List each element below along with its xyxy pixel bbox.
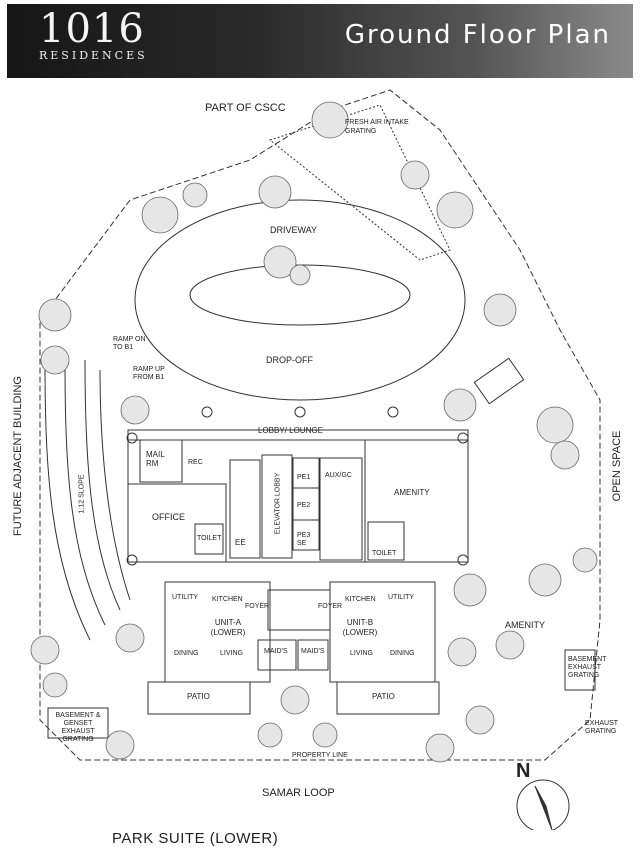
header-banner: 1016 RESIDENCES Ground Floor Plan: [7, 4, 633, 78]
room-utility-b: UTILITY: [388, 594, 415, 601]
core-lower: [267, 589, 331, 631]
label-drop-off: DROP-OFF: [266, 355, 313, 365]
label-samar-loop: SAMAR LOOP: [262, 787, 335, 799]
basement-grating-right: [564, 649, 596, 691]
maids-b: [297, 639, 329, 671]
label-part-of-cscc: PART OF CSCC: [205, 102, 286, 114]
toilet-left-room: [194, 523, 224, 555]
room-aux-gc: AUX/GC: [325, 472, 352, 479]
room-mail-rm: MAIL RM: [146, 450, 165, 468]
room-living-a: LIVING: [220, 650, 243, 657]
logo-word: RESIDENCES: [39, 49, 148, 62]
aux-gc-room: [319, 457, 363, 561]
amenity-room: [364, 439, 469, 563]
label-ramp-on: RAMP ON TO B1: [113, 336, 146, 351]
gazebo: [473, 357, 525, 405]
room-dining-a: DINING: [174, 650, 199, 657]
pe-rooms: [292, 457, 320, 551]
room-ee: EE: [235, 538, 246, 547]
basement-grating-left: [47, 707, 109, 739]
room-toilet-left: TOILET: [197, 535, 222, 542]
label-north: N: [516, 760, 531, 782]
office-room: [127, 483, 227, 563]
label-amenity-outdoor: AMENITY: [505, 620, 546, 630]
ramp-curve-mid: [64, 359, 106, 626]
room-amenity: AMENITY: [394, 488, 430, 497]
room-living-b: LIVING: [350, 650, 373, 657]
label-open-space: OPEN SPACE: [611, 430, 623, 502]
room-toilet-right: TOILET: [372, 550, 397, 557]
room-unit-b: UNIT-B (LOWER): [342, 618, 378, 637]
label-ramp-up: RAMP UP FROM B1: [133, 366, 165, 381]
room-pe2: PE2: [297, 502, 311, 509]
room-pe1: PE1: [297, 474, 311, 481]
room-lobby: LOBBY/ LOUNGE: [258, 426, 323, 435]
room-kitchen-b: KITCHEN: [345, 596, 376, 603]
north-arrow-needle: [534, 785, 553, 830]
label-exhaust-grating: EXHAUST GRATING: [585, 720, 618, 735]
room-utility-a: UTILITY: [172, 594, 199, 601]
label-basement-exhaust-grating: BASEMENT EXHAUST GRATING: [568, 656, 607, 679]
room-pe3: PE3 SE: [297, 532, 311, 547]
room-foyer-a: FOYER: [245, 603, 270, 610]
label-fresh-air-grating: FRESH AIR INTAKE GRATING: [345, 119, 409, 135]
label-basement-genset-grating: BASEMENT & GENSET EXHAUST GRATING: [55, 712, 101, 743]
maids-a: [257, 639, 297, 671]
ramp-curve-inner2: [99, 369, 131, 601]
north-arrow-circle: [516, 779, 570, 830]
room-dining-b: DINING: [390, 650, 415, 657]
ramp-curve-outer: [44, 359, 91, 641]
footer-caption: PARK SUITE (LOWER): [112, 830, 279, 847]
driveway-loop: [134, 199, 466, 401]
room-kitchen-a: KITCHEN: [212, 596, 243, 603]
room-elevator-lobby: ELEVATOR LOBBY: [274, 472, 282, 535]
patio-b: [336, 681, 440, 715]
site-plan-drawing: [30, 89, 601, 830]
logo-number: 1016: [39, 6, 145, 52]
label-future-adjacent-building: FUTURE ADJACENT BUILDING: [12, 376, 24, 536]
mail-room: [139, 439, 183, 483]
room-unit-a: UNIT-A (LOWER): [210, 618, 246, 637]
elevator-lobby-room: [261, 454, 293, 559]
label-property-line: PROPERTY LINE: [292, 752, 348, 759]
patio-a: [147, 681, 251, 715]
room-patio-a: PATIO: [187, 692, 210, 701]
toilet-right-room: [367, 521, 405, 561]
property-boundary: [39, 89, 601, 761]
ramp-curve-inner: [84, 359, 121, 611]
page-title: Ground Floor Plan: [344, 20, 611, 50]
room-foyer-b: FOYER: [318, 603, 343, 610]
room-maids-a: MAID'S: [264, 648, 288, 655]
room-patio-b: PATIO: [372, 692, 395, 701]
room-office: OFFICE: [152, 512, 185, 522]
label-slope: 1:12 SLOPE: [78, 474, 86, 514]
room-rec: REC: [188, 459, 203, 466]
stair-left: [229, 459, 261, 559]
label-driveway: DRIVEWAY: [270, 225, 318, 235]
room-maids-b: MAID'S: [301, 648, 325, 655]
